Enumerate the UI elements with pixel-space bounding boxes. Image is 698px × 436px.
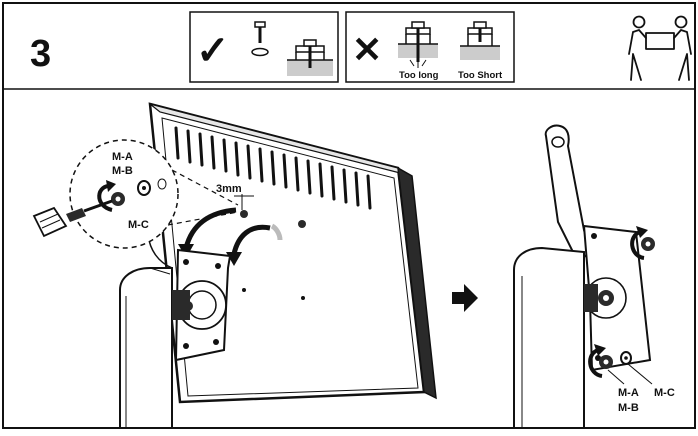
left-assembly-scene: 3mm — [32, 102, 437, 429]
too-long-screw-icon — [398, 21, 438, 68]
callout-label-mb: M-B — [112, 165, 133, 177]
vesa-hole — [242, 288, 246, 292]
right-assembly-scene: M-A M-B M-C — [513, 124, 675, 429]
rotate-arrow-icon — [630, 226, 655, 260]
distance-label: 3mm — [216, 183, 242, 195]
callout-label-mc: M-C — [128, 219, 149, 231]
correct-screw-box: ✓ — [189, 11, 339, 83]
step-number: 3 — [30, 33, 51, 75]
monitor-stand-arm — [119, 234, 173, 429]
washer-icon — [251, 47, 269, 57]
rotate-arrow-icon — [588, 344, 632, 378]
vesa-hole — [301, 296, 305, 300]
screwdriver-icon — [32, 199, 113, 238]
monitor-side-edge — [544, 124, 592, 264]
cross-mark: ✕ — [352, 29, 382, 70]
check-mark: ✓ — [196, 29, 230, 73]
two-person-lift-icon — [628, 15, 692, 81]
detail-callout: M-A M-B M-C — [69, 139, 239, 249]
part-label-ma: M-A — [618, 387, 639, 399]
vesa-hole — [240, 210, 248, 218]
next-arrow-icon — [452, 284, 478, 312]
vesa-mount-plate — [172, 248, 232, 362]
part-label-mc: M-C — [654, 387, 675, 399]
screw-icon — [254, 21, 266, 43]
too-long-label: Too long — [399, 70, 439, 81]
vesa-hole — [298, 220, 306, 228]
too-short-label: Too Short — [458, 70, 503, 81]
callout-label-ma: M-A — [112, 151, 133, 163]
wrong-screw-box: ✕ Too long Too Short — [345, 11, 515, 83]
monitor-edge — [397, 166, 437, 400]
part-label-mb: M-B — [618, 402, 639, 414]
vesa-mount-plate — [582, 224, 652, 372]
vent-slots — [174, 126, 372, 210]
correct-length-screw-icon — [287, 39, 333, 76]
monitor-stand-arm — [513, 246, 585, 429]
too-short-screw-icon — [460, 21, 500, 60]
